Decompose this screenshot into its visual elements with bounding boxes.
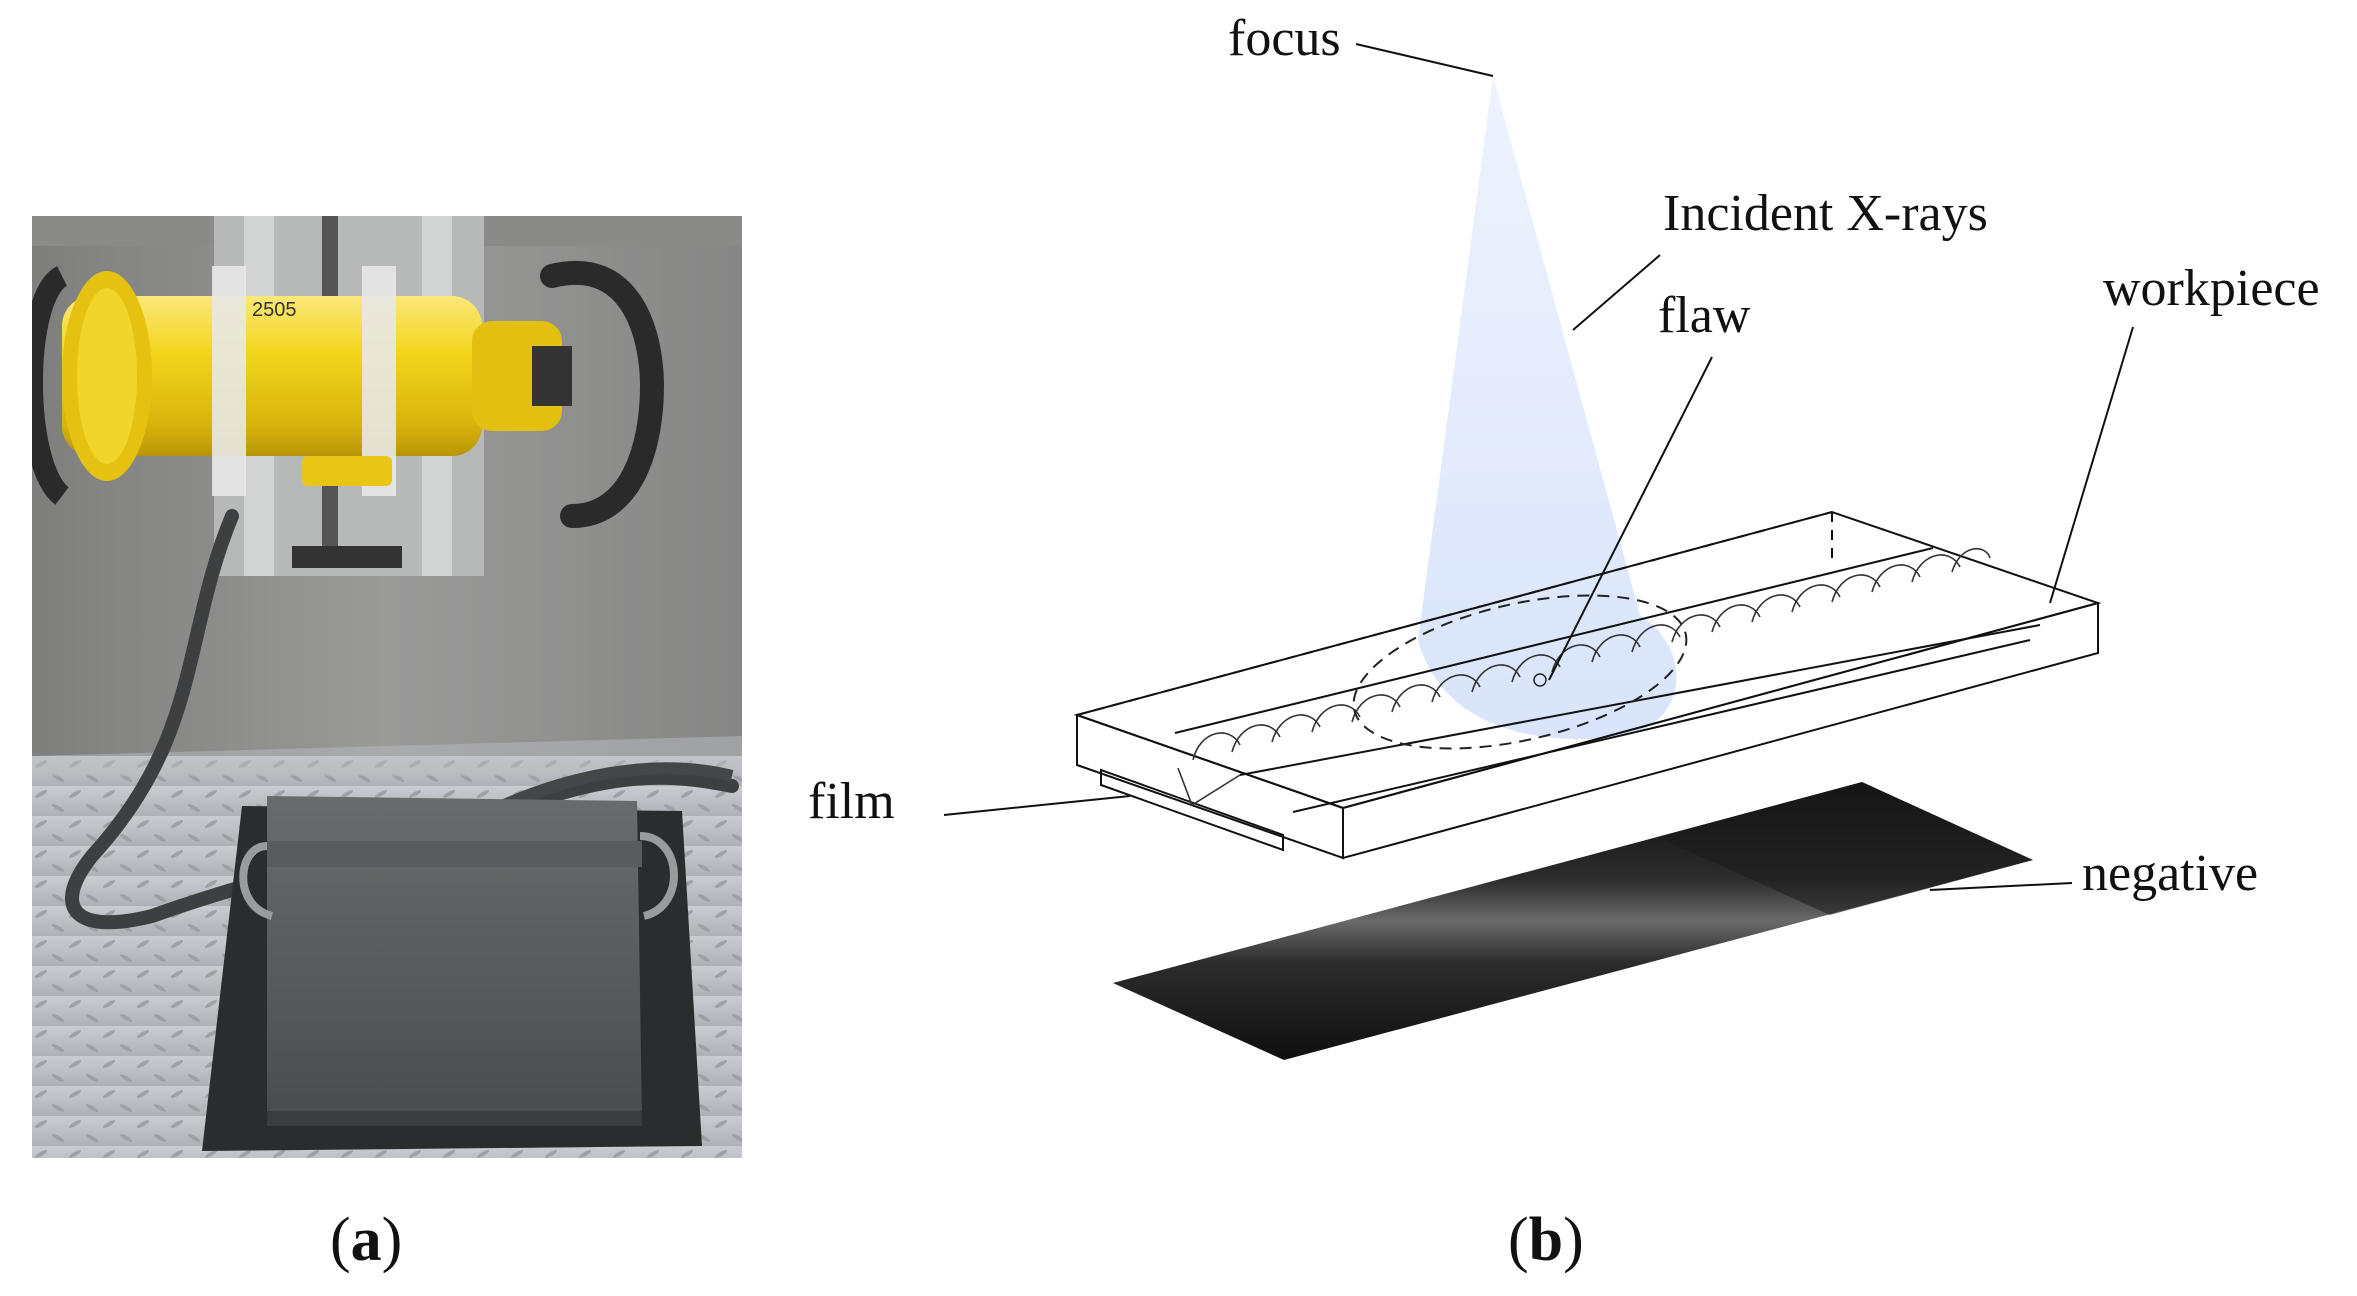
caption-a: (a) bbox=[330, 1205, 402, 1276]
caption-a-open: ( bbox=[330, 1206, 351, 1274]
xray-setup-photo: 2505 bbox=[32, 216, 742, 1158]
photo-panel: 2505 bbox=[32, 216, 742, 1158]
weld-bead bbox=[1177, 547, 1991, 807]
caption-b-close: ) bbox=[1563, 1206, 1584, 1274]
label-negative: negative bbox=[2082, 845, 2258, 902]
caption-a-letter: a bbox=[350, 1206, 382, 1274]
caption-a-close: ) bbox=[381, 1206, 403, 1274]
label-workpiece: workpiece bbox=[2103, 260, 2320, 317]
label-flaw: flaw bbox=[1658, 287, 1751, 344]
workpiece-box bbox=[1073, 510, 2102, 860]
label-film: film bbox=[808, 773, 895, 830]
negative-film-shade bbox=[1660, 782, 2033, 915]
caption-b-letter: b bbox=[1528, 1206, 1564, 1274]
flaw-region bbox=[1352, 594, 1688, 750]
xray-beam bbox=[1418, 76, 1677, 740]
label-focus: focus bbox=[1228, 10, 1341, 67]
label-incident-xrays: Incident X-rays bbox=[1663, 185, 1988, 242]
tube-marking: 2505 bbox=[252, 299, 297, 321]
leader-lines bbox=[943, 43, 2134, 891]
caption-b-open: ( bbox=[1508, 1206, 1529, 1274]
flaw-point bbox=[1533, 673, 1547, 687]
caption-b: (b) bbox=[1508, 1205, 1584, 1276]
